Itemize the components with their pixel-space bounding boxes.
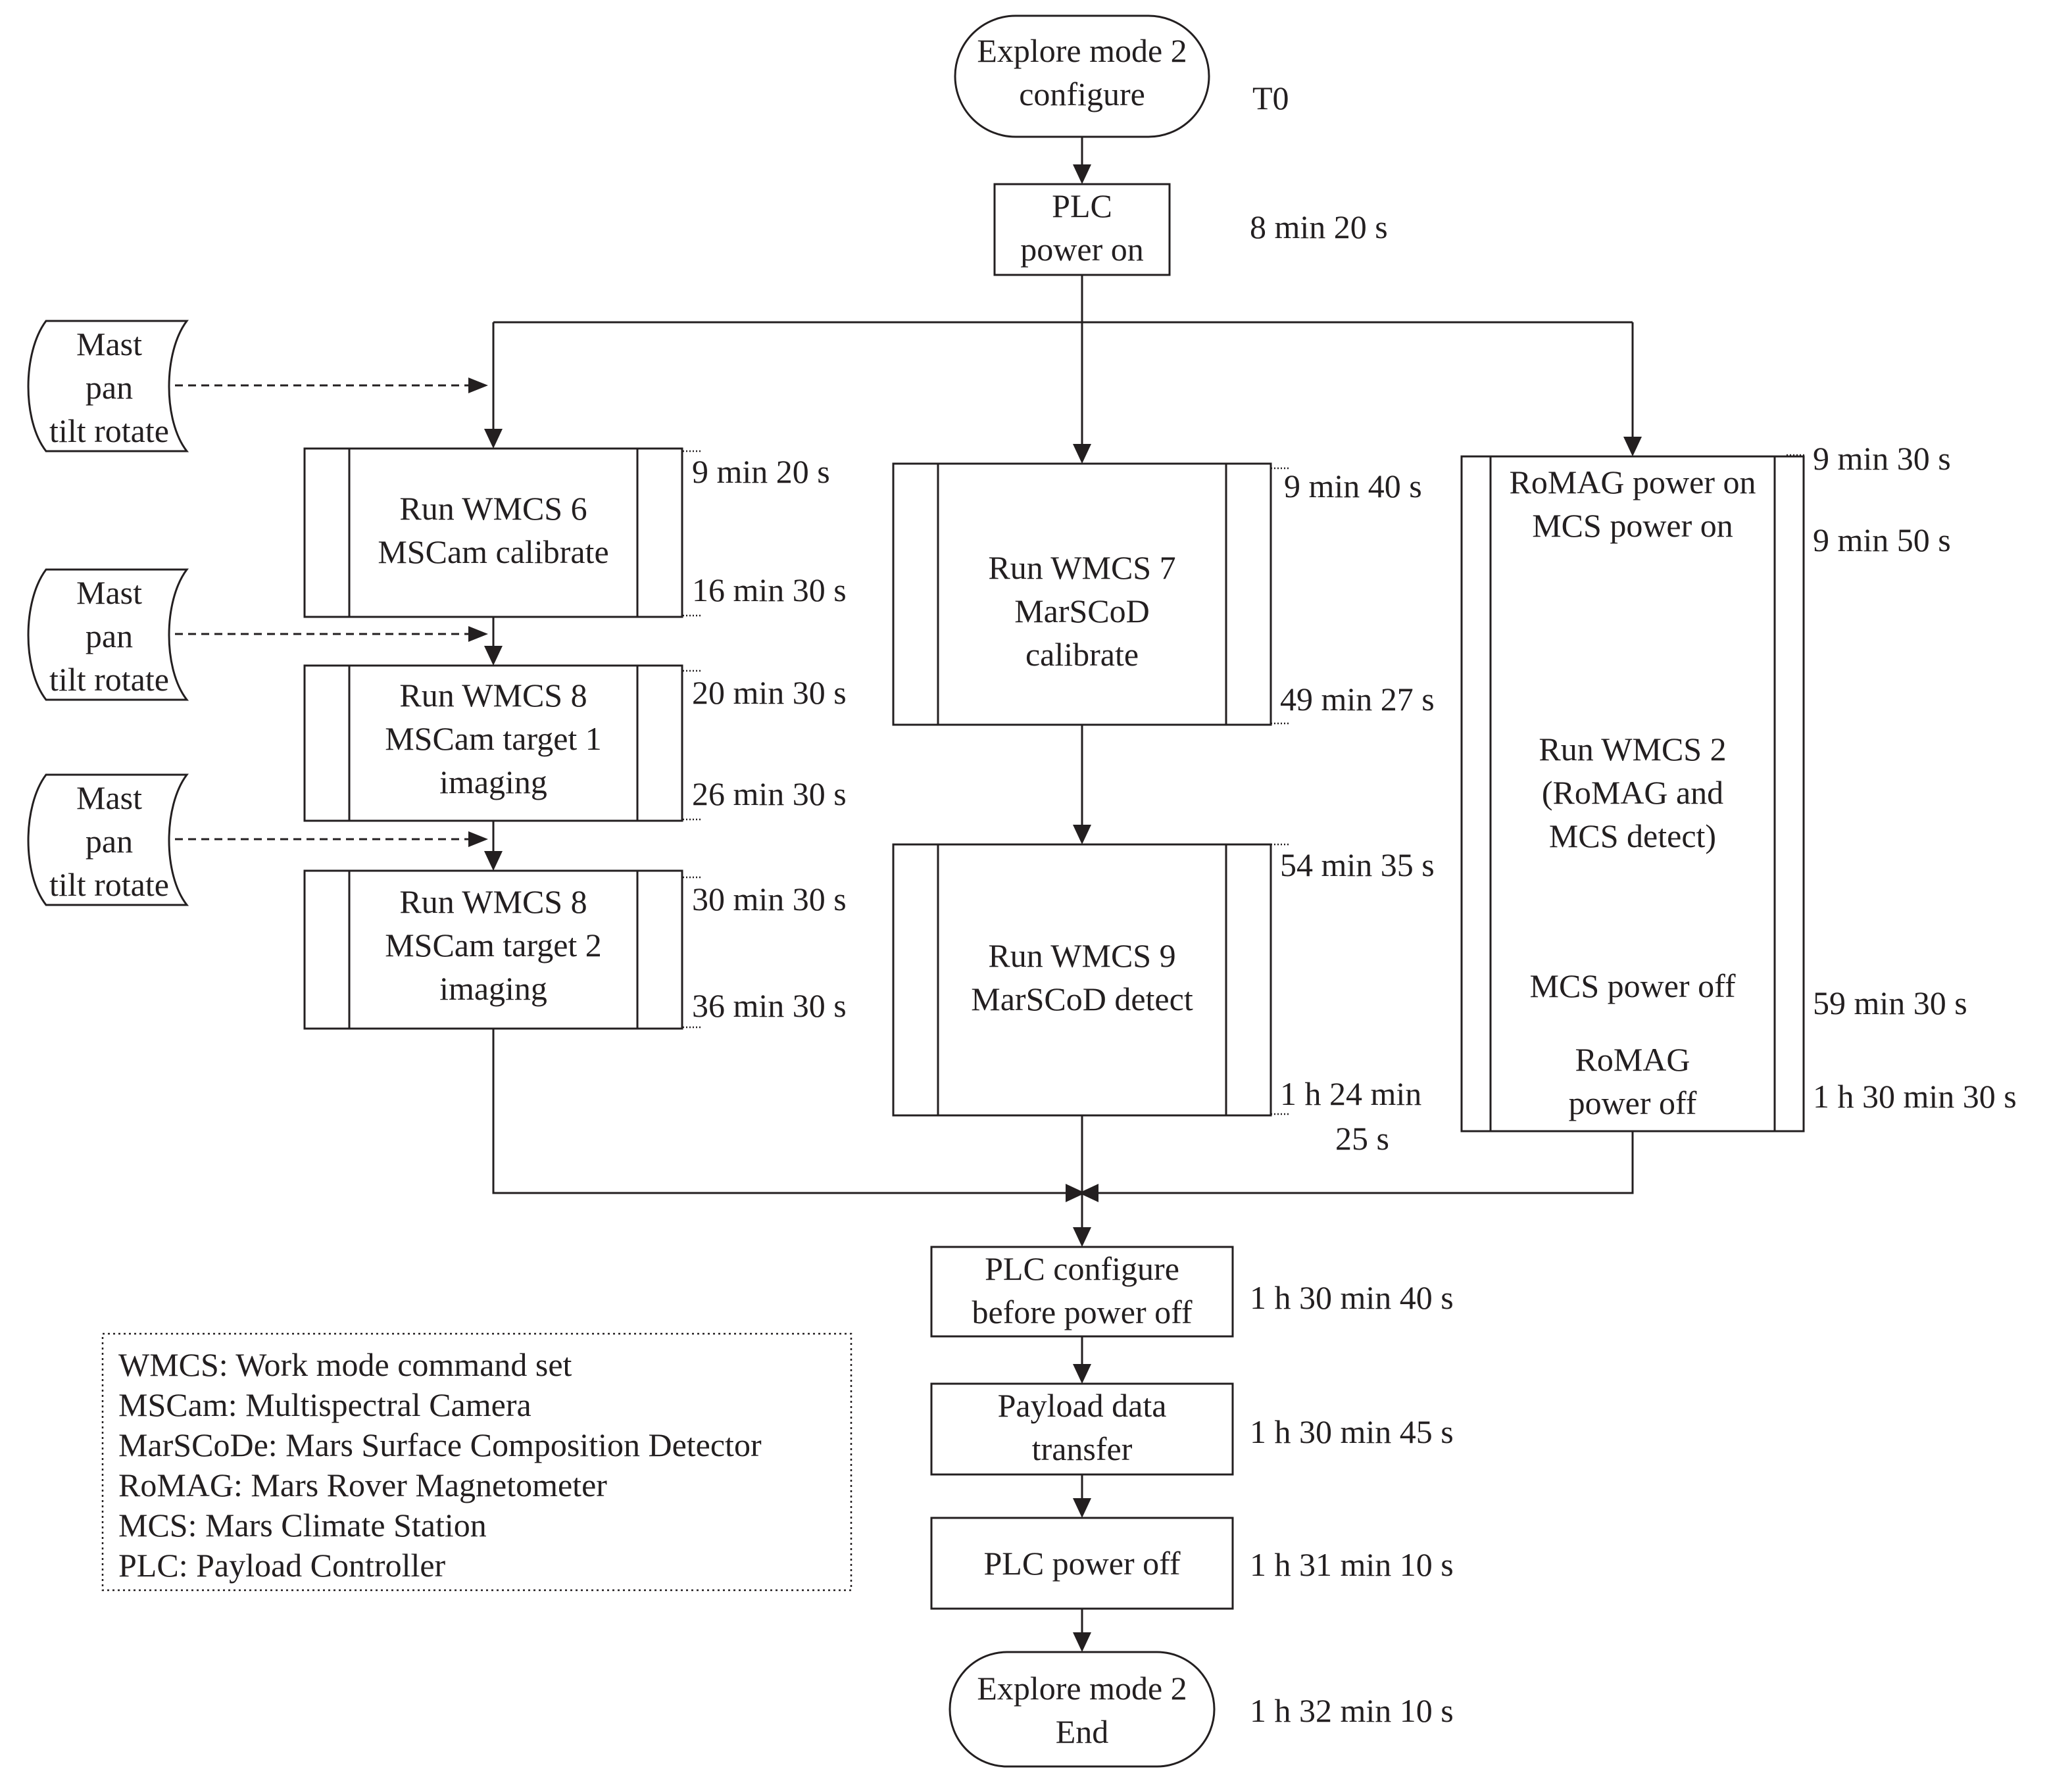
mast1-label-2: pan: [86, 369, 133, 406]
start-label-2: configure: [1019, 76, 1145, 112]
time-plc-off: 1 h 31 min 10 s: [1250, 1546, 1454, 1583]
mast2-label-1: Mast: [76, 574, 142, 611]
time-wmcs8b-start: 30 min 30 s: [692, 881, 847, 917]
wmcs2-label-2: (RoMAG and: [1542, 774, 1723, 811]
wmcs8a-label-1: Run WMCS 8: [399, 677, 587, 714]
time-wmcs8b-end: 36 min 30 s: [692, 987, 847, 1024]
wmcs8a-label-2: MSCam target 1: [385, 720, 602, 757]
legend-item: RoMAG: Mars Rover Magnetometer: [118, 1467, 607, 1503]
wmcs8b-label-2: MSCam target 2: [385, 927, 602, 963]
time-end: 1 h 32 min 10 s: [1250, 1692, 1454, 1729]
plc-power-off-label: PLC power off: [983, 1545, 1180, 1582]
wmcs9-box: Run WMCS 9 MarSCoD detect: [892, 843, 1272, 1117]
wmcs8-target2-box: Run WMCS 8 MSCam target 2 imaging: [303, 869, 683, 1030]
payload-label-1: Payload data: [998, 1387, 1167, 1424]
mast1-label-3: tilt rotate: [49, 412, 169, 449]
legend-item: WMCS: Work mode command set: [118, 1346, 572, 1383]
mast1-label-1: Mast: [76, 326, 142, 362]
romag-mcs-box: RoMAG power on MCS power on Run WMCS 2 (…: [1460, 455, 1805, 1132]
wmcs9-label-2: MarSCoD detect: [971, 981, 1193, 1017]
mast3-label-3: tilt rotate: [49, 866, 169, 903]
time-wmcs6-end: 16 min 30 s: [692, 572, 847, 608]
mast2-label-2: pan: [86, 618, 133, 654]
mast-shape-1: Mast pan tilt rotate: [27, 320, 189, 452]
plc-configure-label-1: PLC configure: [985, 1250, 1179, 1287]
legend-item: MarSCoDe: Mars Surface Composition Detec…: [118, 1426, 762, 1463]
mast3-label-1: Mast: [76, 779, 142, 816]
wmcs7-label-3: calibrate: [1025, 636, 1139, 673]
time-wmcs7-end: 49 min 27 s: [1280, 681, 1435, 718]
wmcs2-label-1: Run WMCS 2: [1539, 731, 1726, 767]
time-plc-cfg: 1 h 30 min 40 s: [1250, 1279, 1454, 1316]
time-wmcs8a-end: 26 min 30 s: [692, 775, 847, 812]
time-wmcs8a-start: 20 min 30 s: [692, 674, 847, 711]
wmcs7-label-1: Run WMCS 7: [988, 549, 1175, 586]
romag-on-label-1: RoMAG power on: [1510, 464, 1756, 500]
payload-label-2: transfer: [1032, 1430, 1133, 1467]
wmcs6-box: Run WMCS 6 MSCam calibrate: [303, 447, 683, 618]
connectors: [175, 137, 1642, 1652]
legend-item: MCS: Mars Climate Station: [118, 1507, 487, 1544]
time-wmcs9-end-2: 25 s: [1335, 1120, 1389, 1157]
payload-transfer-box: Payload data transfer: [930, 1382, 1234, 1476]
plc-configure-box: PLC configure before power off: [930, 1246, 1234, 1338]
plc-power-on-box: PLC power on: [993, 183, 1171, 276]
start-label-1: Explore mode 2: [977, 32, 1187, 69]
end-label-1: Explore mode 2: [977, 1670, 1187, 1707]
time-mcs-off: 59 min 30 s: [1813, 985, 1967, 1021]
wmcs8-target1-box: Run WMCS 8 MSCam target 1 imaging: [303, 664, 683, 822]
end-label-2: End: [1056, 1713, 1109, 1750]
time-wmcs6-start: 9 min 20 s: [692, 453, 830, 490]
wmcs6-label-1: Run WMCS 6: [399, 490, 587, 527]
wmcs8b-label-3: imaging: [439, 970, 547, 1007]
time-labels: T0 8 min 20 s 9 min 20 s 16 min 30 s 20 …: [692, 80, 2017, 1729]
wmcs2-label-3: MCS detect): [1549, 817, 1716, 854]
wmcs8a-label-3: imaging: [439, 764, 547, 800]
plc-configure-label-2: before power off: [972, 1294, 1192, 1330]
wmcs6-label-2: MSCam calibrate: [378, 533, 608, 570]
plc-power-off-box: PLC power off: [930, 1517, 1234, 1610]
wmcs9-label-1: Run WMCS 9: [988, 937, 1175, 974]
mast-shape-2: Mast pan tilt rotate: [27, 568, 189, 701]
romag-off-label-1: RoMAG: [1575, 1041, 1690, 1078]
mast3-label-2: pan: [86, 823, 133, 860]
wmcs7-label-2: MarSCoD: [1014, 593, 1150, 629]
time-wmcs9-start: 54 min 35 s: [1280, 846, 1435, 883]
end-terminator: Explore mode 2 End: [949, 1651, 1216, 1768]
time-t0: T0: [1252, 80, 1289, 116]
time-romag-off: 1 h 30 min 30 s: [1813, 1078, 2017, 1115]
romag-on-label-2: MCS power on: [1532, 507, 1733, 544]
mast-shape-3: Mast pan tilt rotate: [27, 773, 189, 906]
romag-off-label-2: power off: [1569, 1084, 1697, 1121]
time-wmcs7-start: 9 min 40 s: [1284, 468, 1422, 504]
time-romag-on: 9 min 30 s: [1813, 440, 1951, 477]
wmcs8b-label-1: Run WMCS 8: [399, 883, 587, 920]
time-plc-on: 8 min 20 s: [1250, 208, 1388, 245]
mast2-label-3: tilt rotate: [49, 661, 169, 698]
start-terminator: Explore mode 2 configure: [954, 14, 1210, 138]
mcs-off-label: MCS power off: [1530, 967, 1736, 1004]
legend-item: MSCam: Multispectral Camera: [118, 1386, 531, 1423]
time-mcs-on: 9 min 50 s: [1813, 522, 1951, 558]
plc-power-on-label-1: PLC: [1052, 187, 1112, 224]
plc-power-on-label-2: power on: [1020, 231, 1143, 268]
time-payload: 1 h 30 min 45 s: [1250, 1413, 1454, 1450]
time-wmcs9-end-1: 1 h 24 min: [1280, 1075, 1421, 1112]
wmcs7-box: Run WMCS 7 MarSCoD calibrate: [892, 462, 1272, 726]
legend: WMCS: Work mode command set MSCam: Multi…: [101, 1332, 852, 1592]
legend-item: PLC: Payload Controller: [118, 1547, 446, 1584]
